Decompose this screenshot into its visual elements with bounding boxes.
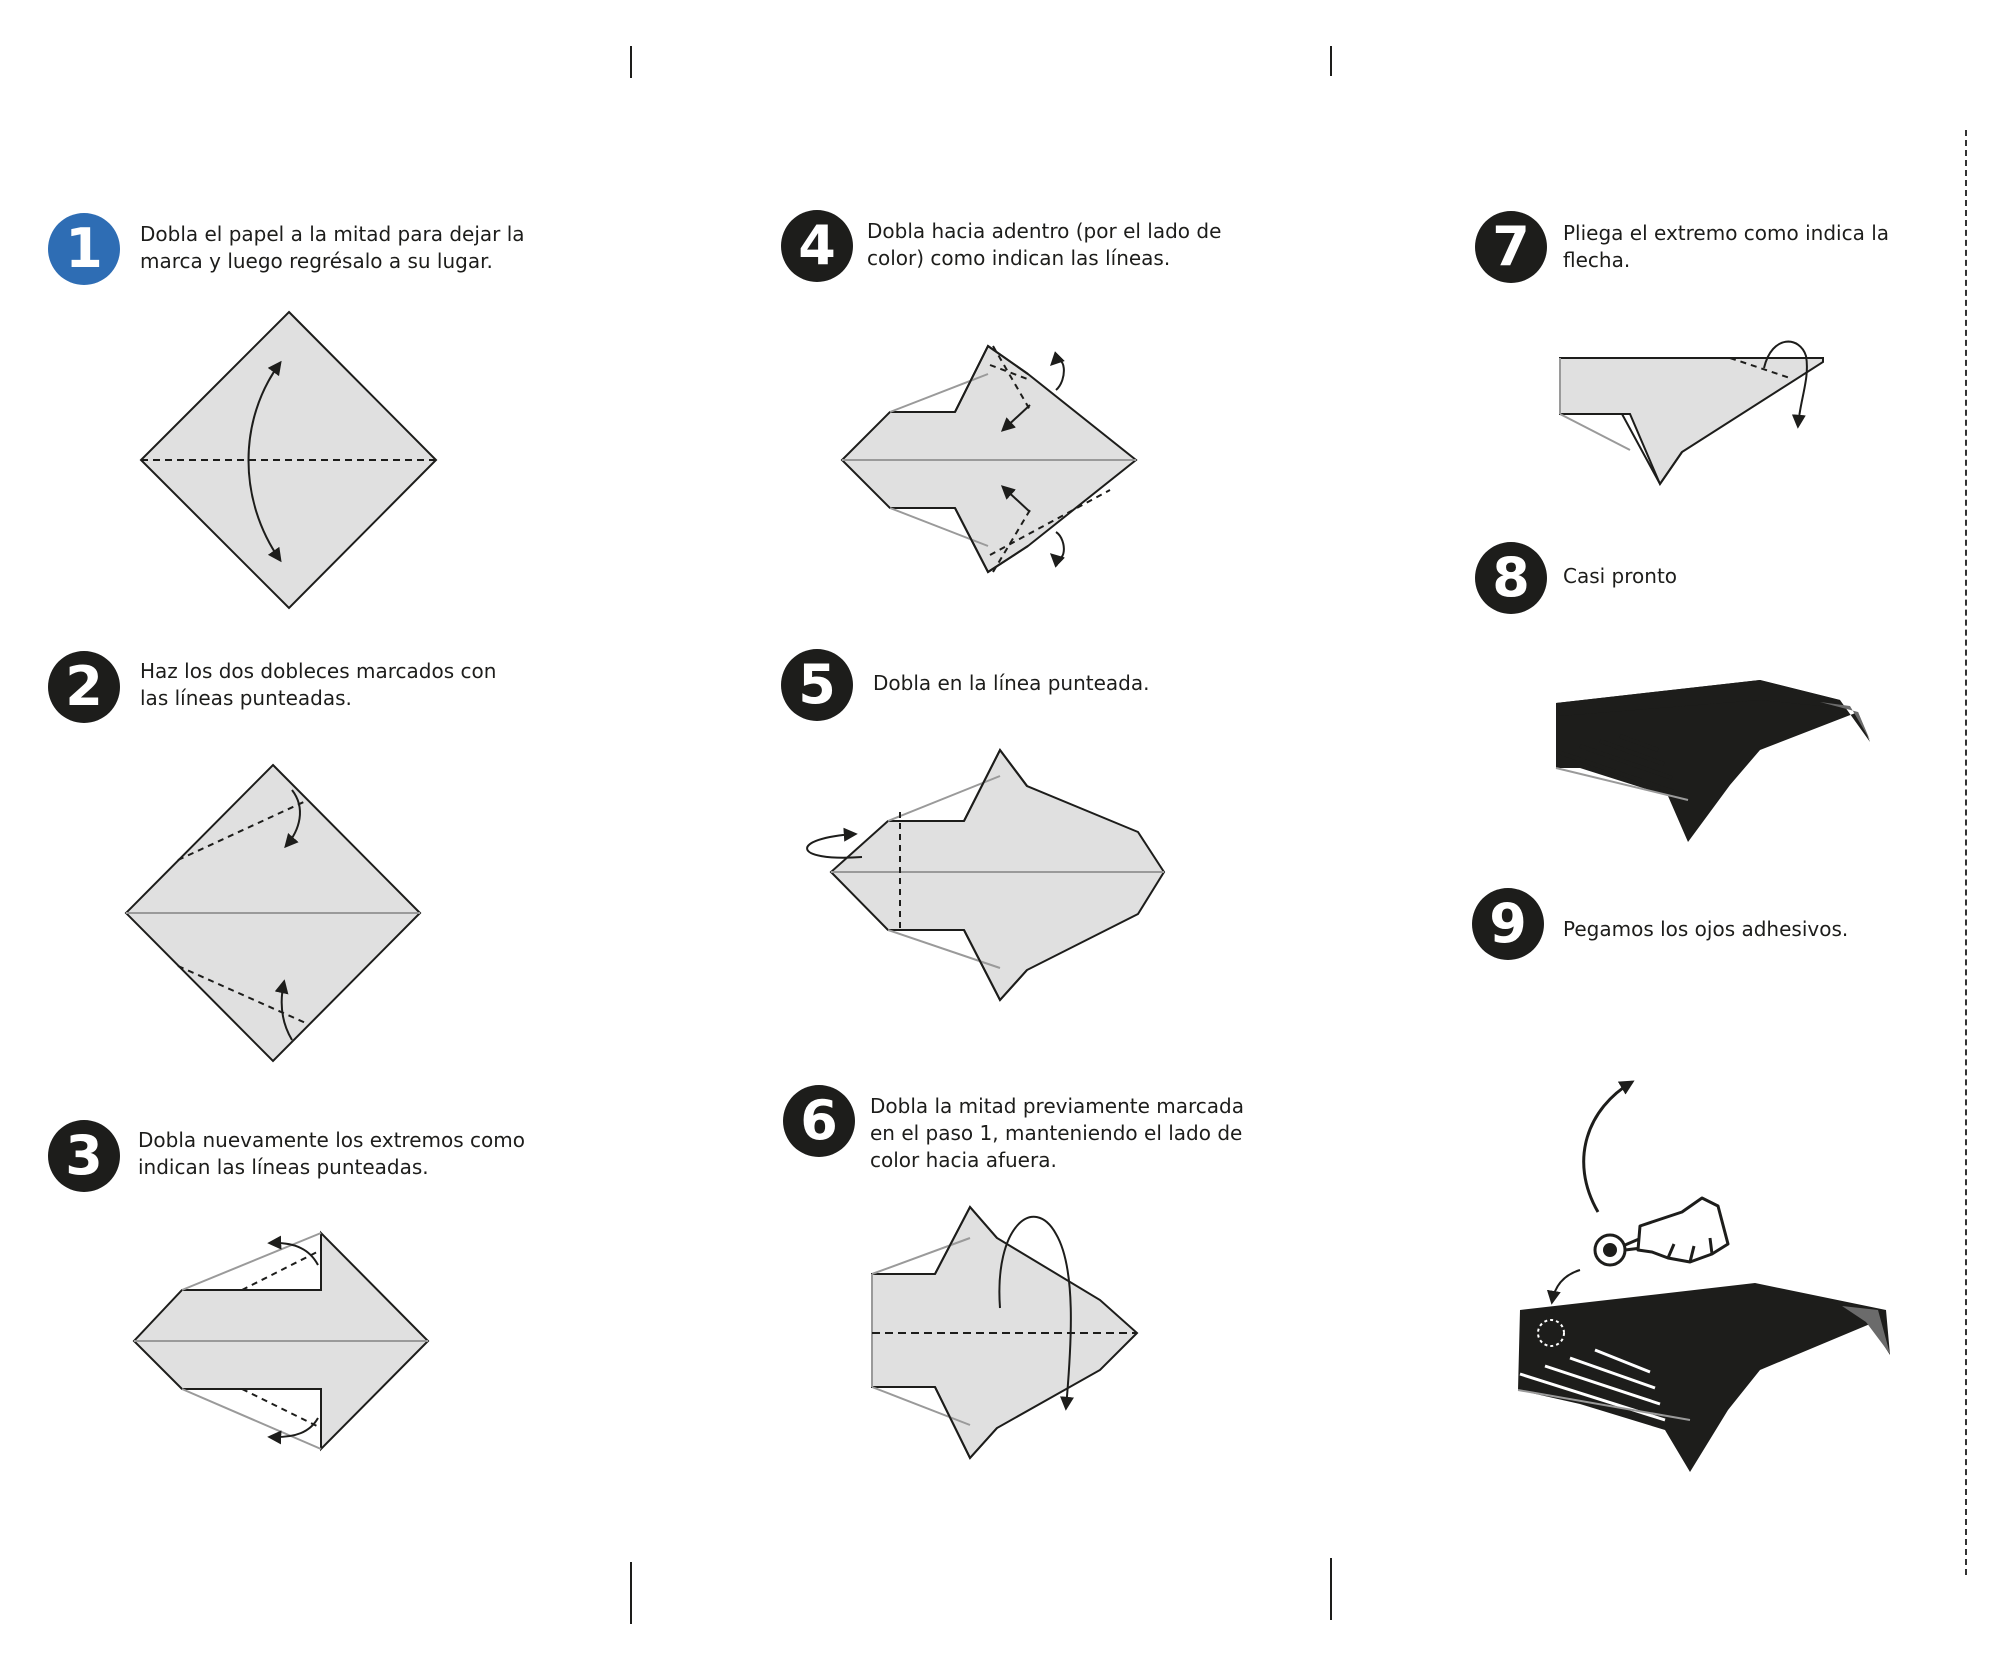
fold-arrow-icon: [1049, 531, 1065, 568]
step-2-badge: 2: [48, 651, 120, 723]
step-7-badge: 7: [1475, 211, 1547, 283]
fold-arrow-icon: [1763, 340, 1808, 429]
step-9-badge: 9: [1472, 888, 1544, 960]
step-3-text: Dobla nuevamente los extremos como indic…: [138, 1128, 525, 1179]
step-8-badge: 8: [1475, 542, 1547, 614]
hand-pointer-icon: [1636, 1196, 1730, 1264]
step-1-diagram: [139, 310, 438, 610]
step-7-diagram: [1559, 340, 1824, 487]
whale-baleen-stripes: [1557, 734, 1681, 796]
step-8-diagram: [1555, 680, 1870, 842]
step-4-text: Dobla hacia adentro (por el lado de colo…: [867, 219, 1222, 270]
fold-arrow-icon: [267, 1235, 319, 1266]
step-6-text: Dobla la mitad previamente marcada en el…: [870, 1094, 1244, 1172]
fold-arrow-icon: [1000, 485, 1031, 513]
step-2-diagram: [124, 763, 422, 1063]
step-5-text: Dobla en la línea punteada.: [873, 671, 1150, 695]
fold-mark-bottom-left: [630, 1562, 632, 1624]
fold-arrow-icon: [267, 1417, 319, 1445]
eye-target-icon: [1537, 1319, 1565, 1347]
fold-arrow-icon: [806, 827, 863, 859]
fold-arrow-icon: [998, 1215, 1074, 1411]
step-9-diagram: [1517, 1080, 1890, 1472]
fold-arrow-icon: [247, 360, 282, 563]
fold-arrow-icon: [274, 979, 293, 1041]
step-1-text: Dobla el papel a la mitad para dejar la …: [140, 222, 525, 273]
fold-mark-bottom-right: [1330, 1558, 1332, 1620]
step-2-text: Haz los dos dobleces marcados con las lí…: [140, 659, 497, 710]
cut-line: [1965, 130, 1967, 1575]
fold-mark-top-right: [1330, 46, 1332, 76]
fold-arrow-icon: [1000, 404, 1031, 432]
step-4-badge: 4: [781, 210, 853, 282]
step-7-text: Pliega el extremo como indica la flecha.: [1563, 221, 1890, 272]
step-4-diagram: [840, 344, 1138, 574]
step-1-badge: 1: [48, 213, 120, 285]
fold-arrow-icon: [1582, 1080, 1635, 1213]
step-5-diagram: [806, 748, 1166, 1002]
step-6-diagram: [871, 1205, 1139, 1460]
step-8-text: Casi pronto: [1563, 564, 1678, 588]
step-3-diagram: [132, 1230, 430, 1452]
fold-mark-top-left: [630, 46, 632, 78]
step-6-badge: 6: [783, 1085, 855, 1157]
step-9-text: Pegamos los ojos adhesivos.: [1563, 917, 1849, 941]
step-5-badge: 5: [781, 649, 853, 721]
step-3-badge: 3: [48, 1120, 120, 1192]
fold-arrow-icon: [1546, 1269, 1581, 1305]
fold-arrow-icon: [284, 789, 301, 849]
fold-arrow-icon: [1050, 351, 1065, 391]
